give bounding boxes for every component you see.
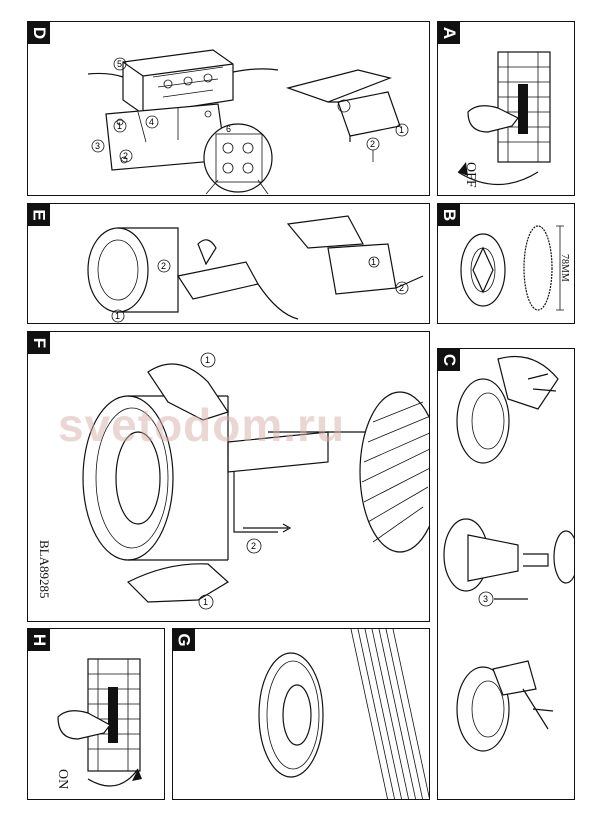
panel-e-label: E	[28, 204, 50, 226]
svg-text:5: 5	[117, 59, 122, 69]
svg-text:3: 3	[95, 141, 100, 151]
panel-h-label: H	[28, 629, 50, 651]
panel-a: A OFF	[437, 21, 575, 196]
panel-b: B 78MM	[437, 203, 575, 324]
svg-text:2: 2	[251, 541, 256, 551]
panel-h: H ON	[27, 628, 165, 800]
svg-text:1: 1	[399, 125, 404, 135]
on-caption: ON	[55, 769, 70, 790]
svg-text:1: 1	[205, 355, 210, 365]
svg-text:1: 1	[203, 597, 208, 607]
panel-f-label: F	[28, 332, 50, 354]
cutout-size-illustration	[460, 225, 564, 311]
panel-d-illustration: 5 1 4 3 2 6 1 2	[87, 49, 409, 195]
svg-text:2: 2	[399, 283, 404, 293]
panel-c-illustration: 3	[443, 355, 574, 752]
panel-g: G	[172, 628, 430, 800]
panel-f-illustration: 2 1 1	[82, 352, 429, 610]
panel-f: F 2 1 1 BLA89285	[27, 331, 430, 622]
panel-d: D 5 1 4 3 2 6 1 2	[27, 21, 430, 196]
panel-c-label: C	[438, 349, 460, 371]
panel-e-illustration: 2 1 1 2	[87, 215, 424, 323]
svg-text:6: 6	[226, 124, 231, 134]
svg-text:1: 1	[117, 121, 122, 131]
svg-text:4: 4	[149, 117, 154, 127]
svg-text:1: 1	[371, 257, 376, 267]
model-number: BLA89285	[37, 540, 52, 599]
svg-text:1: 1	[115, 311, 120, 321]
breaker-off-illustration	[457, 51, 551, 186]
svg-text:3: 3	[483, 594, 488, 604]
svg-text:2: 2	[123, 151, 128, 161]
svg-text:2: 2	[161, 261, 166, 271]
panel-d-label: D	[28, 22, 50, 44]
diameter-dimension: 78MM	[559, 254, 570, 282]
breaker-on-illustration	[57, 658, 142, 787]
off-caption: OFF	[463, 162, 478, 188]
panel-g-illustration	[258, 629, 429, 799]
panel-g-label: G	[173, 629, 195, 651]
panel-b-label: B	[438, 204, 460, 226]
panel-a-label: A	[438, 22, 460, 44]
svg-text:2: 2	[370, 139, 375, 149]
panel-c: C 3	[437, 348, 575, 800]
panel-e: E 2 1 1 2	[27, 203, 430, 324]
